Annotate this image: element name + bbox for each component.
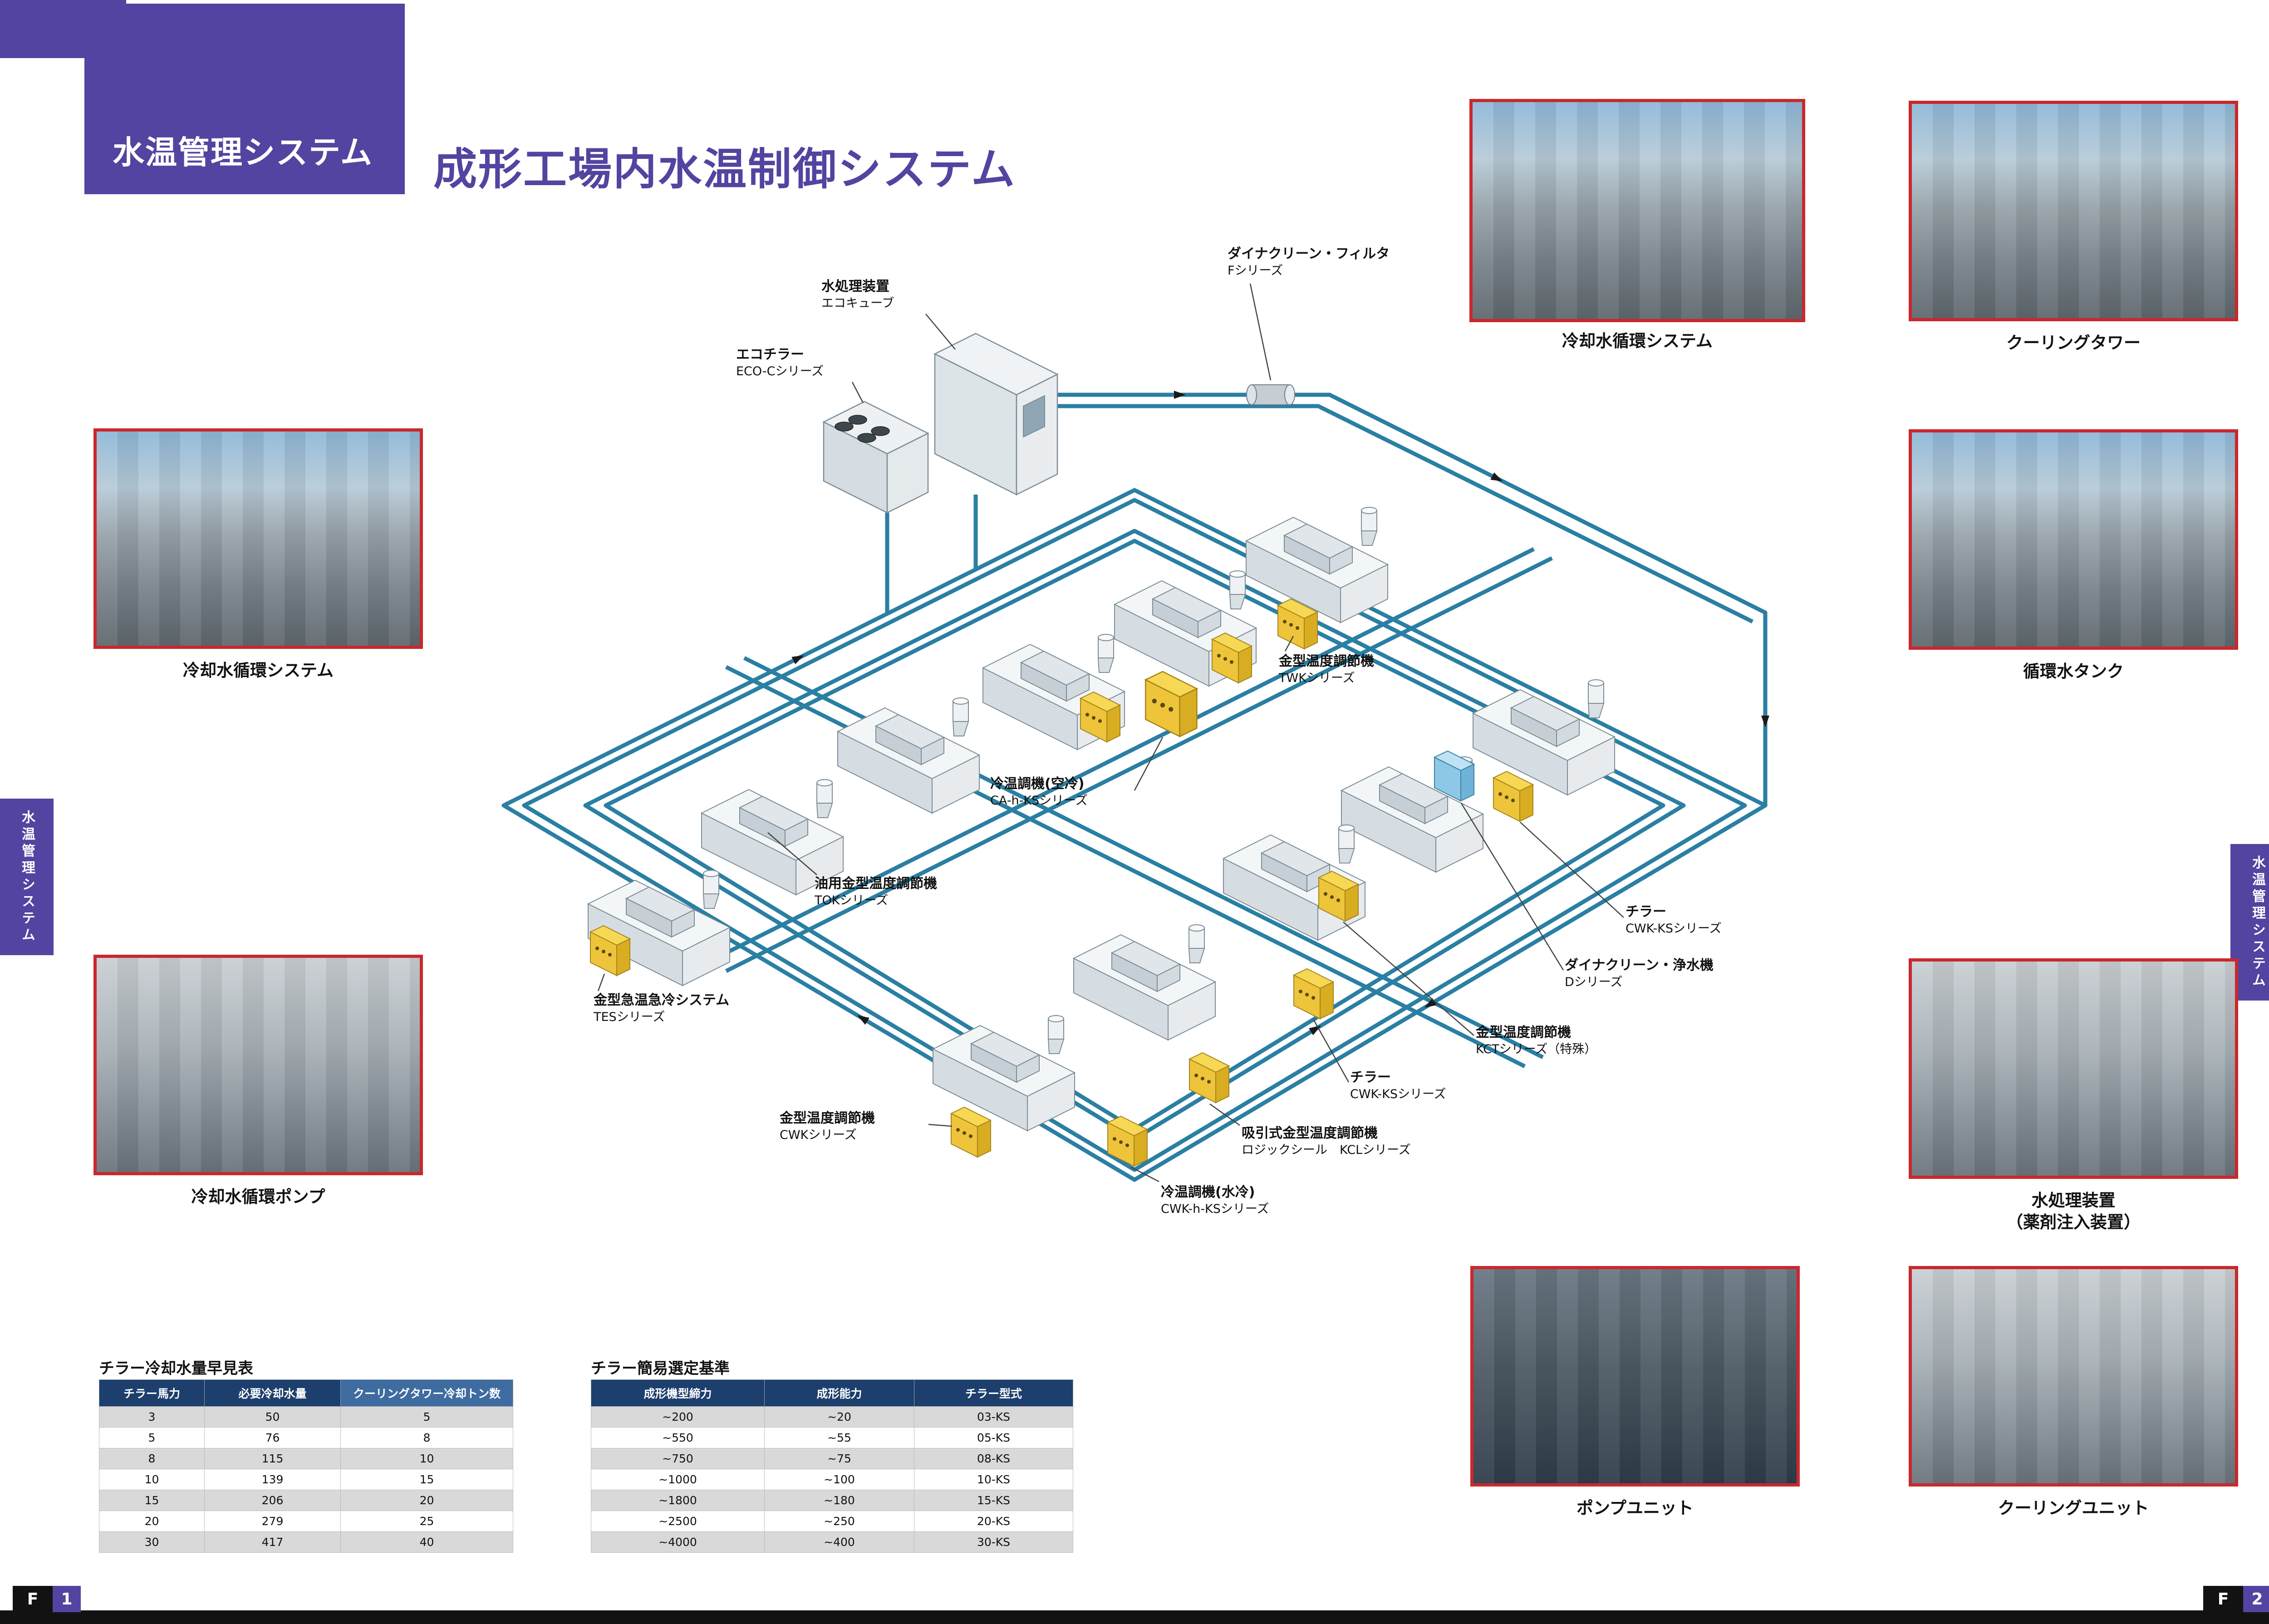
diagram-label-eco-chiller: エコチラー ECO-Cシリーズ — [736, 347, 824, 378]
flow-table-title: チラー冷却水量早見表 — [99, 1359, 253, 1378]
footer-bar — [0, 1610, 2269, 1624]
molding-machines — [588, 507, 1615, 1131]
photo-caption: 冷却水循環システム — [1562, 331, 1713, 351]
photo-cooling-tower — [1909, 101, 2238, 321]
page-number: 2 — [2243, 1586, 2269, 1612]
photo-caption-line2: （薬剤注入装置） — [2006, 1212, 2141, 1232]
controller-kcl — [1189, 1052, 1229, 1103]
photo-circulation-water-tank — [1909, 429, 2238, 650]
photo-caption: 循環水タンク — [2023, 662, 2124, 681]
diagram-label-kct: 金型温度調節機 KCTシリーズ（特殊） — [1476, 1025, 1597, 1056]
selection-table-title: チラー簡易選定基準 — [591, 1359, 730, 1378]
chiller-cwk-ks-2 — [1293, 968, 1334, 1019]
photo-caption: 冷却水循環ポンプ — [191, 1187, 325, 1207]
page-title: 成形工場内水温制御システム — [433, 144, 1017, 195]
photo-pump-unit — [1470, 1266, 1800, 1487]
photo-cooling-water-circulation-system-top — [1469, 99, 1805, 322]
page-letter: F — [2203, 1586, 2243, 1612]
photo-caption: クーリングユニット — [1998, 1498, 2149, 1518]
pipe-loop-inner — [583, 529, 1686, 1141]
section-header: 水温管理システム — [84, 4, 405, 194]
diagram-label-water-treatment: 水処理装置 エコキューブ — [821, 279, 894, 310]
eco-chiller-unit — [822, 401, 929, 514]
pipe-branch — [707, 547, 1535, 964]
pipe-branch — [725, 556, 1553, 973]
col-header: 必要冷却水量 — [204, 1379, 341, 1407]
diagram-label-cwk: 金型温度調節機 CWKシリーズ — [780, 1110, 875, 1142]
col-header: チラー馬力 — [99, 1379, 205, 1407]
label-leader-lines — [597, 283, 1624, 1182]
diagram-label-cwk-h-ks: 冷温調機(水冷) CWK-h-KSシリーズ — [1161, 1184, 1269, 1216]
system-diagram — [501, 283, 1769, 1182]
pipe-loop-outer-return — [522, 498, 1747, 1172]
page-letter: F — [13, 1586, 53, 1612]
side-tab-left: 水温管理システム — [0, 799, 54, 955]
diagram-label-chiller-1: チラー CWK-KSシリーズ — [1626, 904, 1722, 936]
pipe-network — [501, 393, 1768, 1182]
col-header: 成形能力 — [764, 1379, 914, 1407]
diagram-label-tok: 油用金型温度調節機 TOKシリーズ — [815, 876, 937, 908]
flow-arrows — [791, 391, 1769, 1035]
photo-water-treatment-device — [1909, 958, 2238, 1179]
pipe-loop-inner-return — [604, 539, 1665, 1131]
page-number-right: F 2 — [2203, 1586, 2269, 1612]
diagram-label-tes: 金型急温急冷システム TESシリーズ — [594, 992, 730, 1024]
photo-caption: 水処理装置 （薬剤注入装置） — [1909, 1190, 2238, 1233]
col-header: 成形機型締力 — [591, 1379, 765, 1407]
chiller-cwk-ks — [1493, 771, 1533, 822]
pipe-supply-top — [1057, 393, 1768, 805]
photo-caption-line1: 水処理装置 — [2031, 1191, 2116, 1210]
photo-cooling-water-circulation-pump — [93, 955, 423, 1175]
molding-machine — [1073, 924, 1216, 1040]
photo-caption: クーリングタワー — [2006, 333, 2141, 353]
photo-caption: ポンプユニット — [1577, 1498, 1694, 1518]
diagram-label-twk: 金型温度調節機 TWKシリーズ — [1279, 653, 1374, 685]
diagram-label-dynaclean-filter: ダイナクリーン・フィルタ Fシリーズ — [1228, 246, 1390, 278]
page-number-left: F 1 — [13, 1586, 81, 1612]
col-header: クーリングタワー冷却トン数 — [340, 1379, 513, 1407]
photo-cooling-unit — [1909, 1266, 2238, 1487]
dynaclean-filter — [1246, 384, 1295, 405]
diagram-label-chiller-2: チラー CWK-KSシリーズ — [1350, 1070, 1446, 1101]
diagram-label-ca-h-ks: 冷温調機(空冷) CA-h-KSシリーズ — [990, 776, 1088, 808]
photo-caption: 冷却水循環システム — [183, 661, 334, 680]
controller-cwk — [951, 1107, 991, 1158]
controller-ca-h-ks — [1145, 671, 1198, 737]
pipe-supply-top-return — [1057, 404, 1754, 624]
col-header: チラー型式 — [914, 1379, 1073, 1407]
diagram-label-dynaclean-purifier: ダイナクリーン・浄水機 Dシリーズ — [1565, 957, 1714, 989]
page-number: 1 — [53, 1586, 81, 1612]
eco-cube-unit — [933, 333, 1059, 496]
section-title: 水温管理システム — [113, 134, 373, 171]
photo-cooling-water-circulation-system-left — [93, 428, 423, 649]
pipe-loop-outer — [501, 488, 1768, 1182]
diagram-label-kcl: 吸引式金型温度調節機 ロジックシール KCLシリーズ — [1242, 1125, 1411, 1157]
